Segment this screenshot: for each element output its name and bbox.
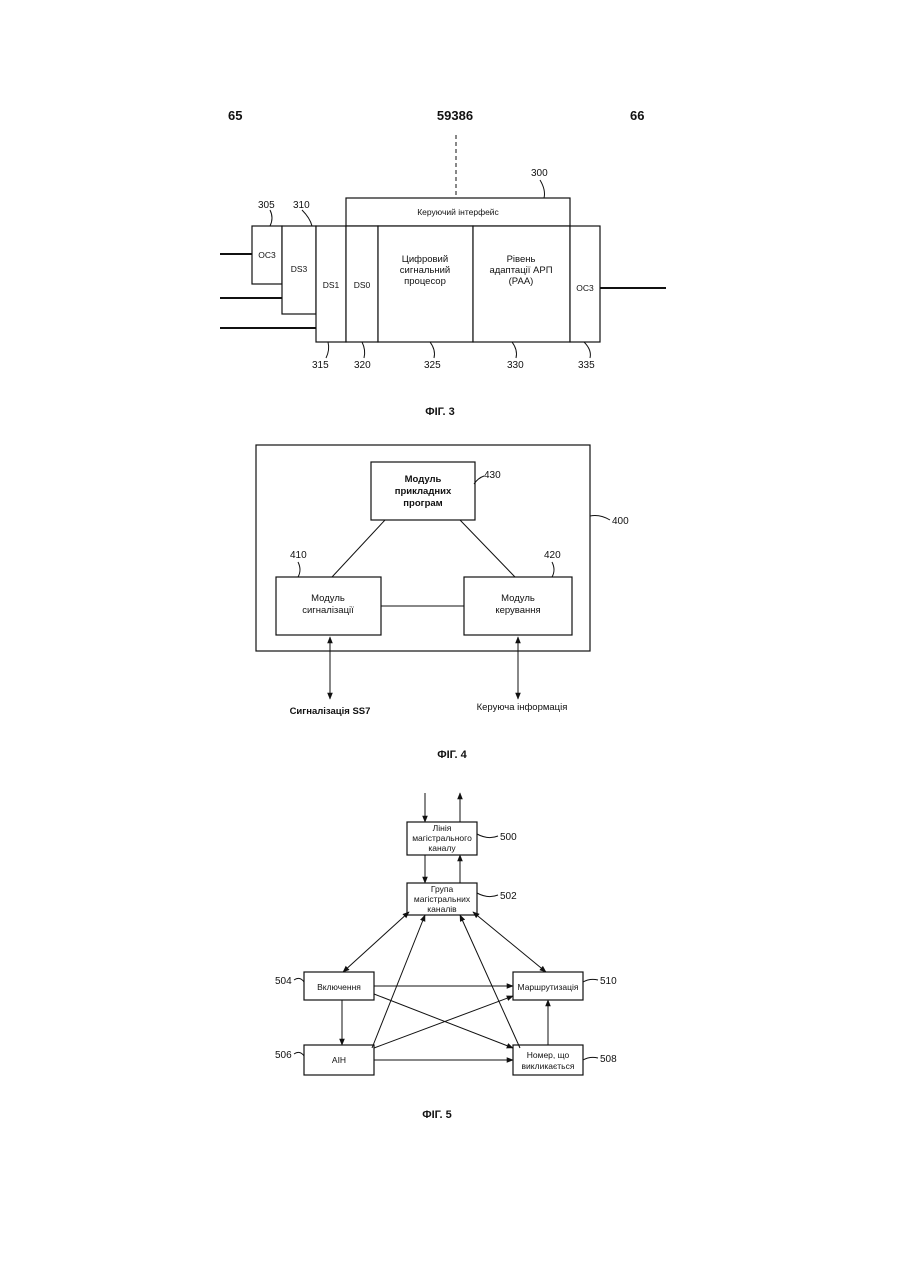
trunk-group-label-2: магістральних [414, 894, 471, 904]
trunk-line-label-2: магістрального [412, 833, 472, 843]
oc3-right-label: OC3 [576, 283, 594, 293]
trunk-group-label-1: Група [431, 884, 454, 894]
called-number-label-2: викликається [522, 1061, 575, 1071]
ref-500-leader [477, 834, 498, 838]
control-interface-label: Керуючий інтерфейс [417, 207, 499, 217]
fig3-diagram: Керуючий інтерфейс OC3 DS3 DS1 DS0 Цифро… [220, 135, 666, 418]
ref-510: 510 [600, 976, 617, 987]
ref-508: 508 [600, 1054, 617, 1065]
ref-400-leader [590, 516, 610, 521]
ref-325-leader [430, 342, 435, 358]
ref-400: 400 [612, 516, 629, 527]
ref-320-leader [362, 342, 365, 358]
ref-502: 502 [500, 891, 517, 902]
aal-label-2: адаптації АРП [489, 265, 552, 276]
ref-506: 506 [275, 1050, 292, 1061]
trunk-line-label-1: Лінія [433, 823, 452, 833]
dsp-label-1: Цифровий [402, 254, 448, 265]
ref-300-leader [540, 180, 545, 198]
ds0-label: DS0 [354, 280, 371, 290]
ref-330: 330 [507, 360, 524, 371]
signal-module-label-1: Модуль [311, 593, 345, 604]
trunk-line-label-3: каналу [428, 843, 456, 853]
ds1-label: DS1 [323, 280, 340, 290]
ref-325: 325 [424, 360, 441, 371]
ref-335-leader [584, 342, 590, 358]
control-info-label: Керуюча інформація [477, 702, 568, 713]
app-module-label-3: програм [403, 498, 442, 509]
fig4-caption: ФІГ. 4 [437, 749, 467, 761]
ref-508-leader [583, 1057, 598, 1060]
ref-420: 420 [544, 550, 561, 561]
ref-315: 315 [312, 360, 329, 371]
ref-504: 504 [275, 976, 292, 987]
ref-510-leader [583, 979, 598, 982]
app-module-label-1: Модуль [405, 474, 442, 485]
control-module-label-1: Модуль [501, 593, 535, 604]
fig3-caption: ФІГ. 3 [425, 406, 455, 418]
group-routing-arrow [473, 912, 546, 972]
ref-310: 310 [293, 200, 310, 211]
fig5-diagram: Лінія магістрального каналу Група магіст… [275, 793, 617, 1121]
ref-310-leader [302, 210, 312, 226]
ref-300: 300 [531, 168, 548, 179]
page-number-right: 66 [630, 108, 644, 123]
ref-320: 320 [354, 360, 371, 371]
called-number-to-group-arrow [460, 915, 520, 1048]
oc3-left-label: OC3 [258, 250, 276, 260]
ref-330-leader [512, 342, 517, 358]
ss7-label: Сигналізація SS7 [290, 706, 371, 717]
ref-305: 305 [258, 200, 275, 211]
dsp-label-3: процесор [404, 276, 446, 287]
ani-to-group-arrow [372, 915, 425, 1048]
signal-module-label-2: сигналізації [302, 605, 354, 616]
called-number-label-1: Номер, що [527, 1050, 570, 1060]
group-inclusion-arrow [343, 912, 409, 972]
ref-504-leader [294, 978, 304, 982]
patent-number: 59386 [437, 108, 473, 123]
ref-410: 410 [290, 550, 307, 561]
routing-label: Маршрутизація [518, 982, 579, 992]
trunk-group-label-3: каналів [427, 904, 457, 914]
ref-506-leader [294, 1052, 304, 1056]
page-number-left: 65 [228, 108, 242, 123]
ref-502-leader [477, 893, 498, 897]
dsp-label-2: сигнальний [400, 265, 450, 276]
ref-500: 500 [500, 832, 517, 843]
ds3-label: DS3 [291, 264, 308, 274]
app-module-label-2: прикладних [395, 486, 452, 497]
fig5-caption: ФІГ. 5 [422, 1109, 452, 1121]
aal-label-3: (РАА) [509, 276, 534, 287]
inclusion-label: Включення [317, 982, 361, 992]
ani-label: АІН [332, 1055, 346, 1065]
ref-305-leader [270, 210, 272, 226]
aal-label-1: Рівень [507, 254, 536, 265]
ref-315-leader [326, 342, 329, 358]
ref-335: 335 [578, 360, 595, 371]
control-module-label-2: керування [495, 605, 540, 616]
fig4-diagram: Модуль прикладних програм Модуль сигналі… [256, 445, 629, 761]
ref-430: 430 [484, 470, 501, 481]
